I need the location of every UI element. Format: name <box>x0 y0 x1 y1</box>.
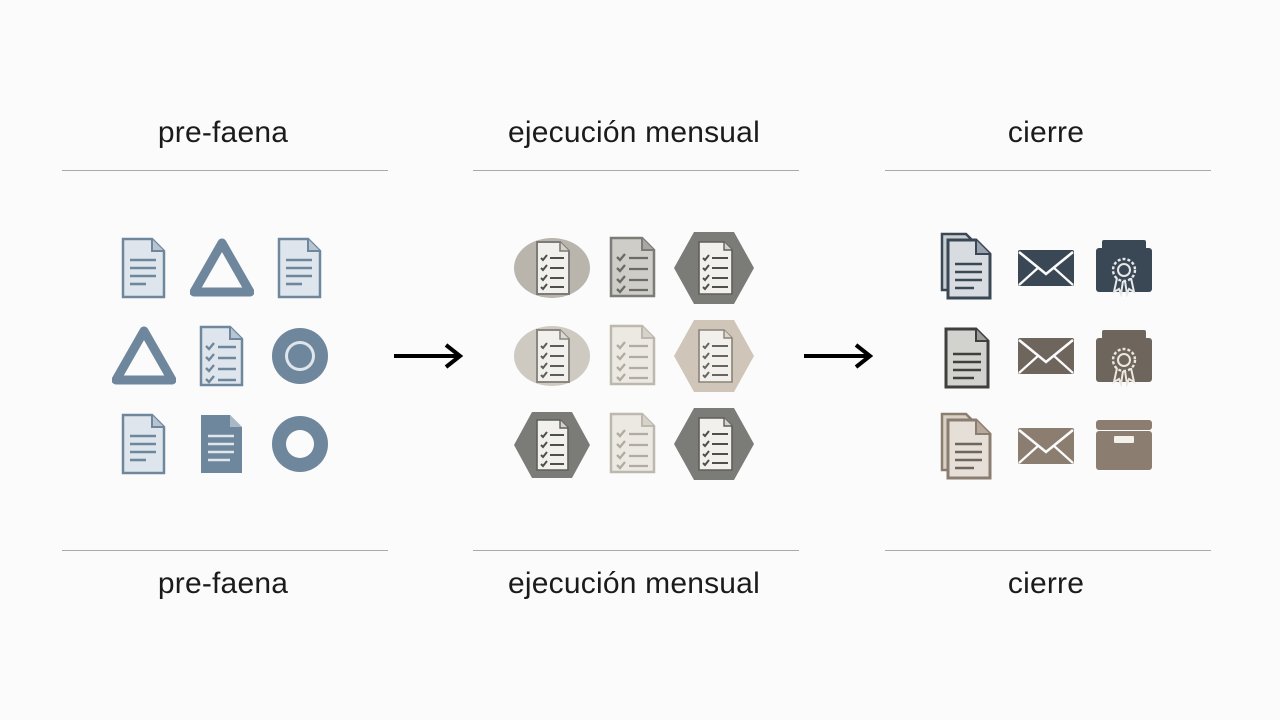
certificate-folder-icon <box>1092 326 1156 390</box>
certificate-folder-icon <box>1092 236 1156 300</box>
divider <box>62 170 388 171</box>
document-icon <box>938 326 1002 390</box>
envelope-icon <box>1014 324 1078 388</box>
envelope-icon <box>1014 236 1078 300</box>
checklist-hexagon-icon <box>512 410 592 480</box>
checklist-oval-icon <box>512 236 592 300</box>
stage-title-pre-faena-top: pre-faena <box>157 116 289 149</box>
stage-title-pre-faena-bottom: pre-faena <box>157 567 289 600</box>
checklist-icon <box>190 324 254 388</box>
stacked-documents-icon <box>936 412 1000 482</box>
stage-title-cierre-top: cierre <box>1007 116 1085 149</box>
divider <box>473 170 799 171</box>
triangle-icon <box>190 236 254 300</box>
stage-title-ejecucion-mensual-top: ejecución mensual <box>508 116 760 149</box>
triangle-icon <box>112 324 176 388</box>
checklist-icon <box>602 324 666 388</box>
document-icon <box>268 236 332 300</box>
divider <box>62 550 388 551</box>
envelope-icon <box>1014 414 1078 478</box>
checklist-icon <box>602 412 666 476</box>
arrow-right-icon <box>392 341 464 371</box>
checklist-hexagon-icon <box>672 318 756 394</box>
filled-document-icon <box>190 412 254 476</box>
document-icon <box>112 236 176 300</box>
checklist-hexagon-icon <box>672 406 756 482</box>
divider <box>885 170 1211 171</box>
ring-icon <box>268 412 332 476</box>
stacked-documents-icon <box>936 232 1000 302</box>
checklist-icon <box>602 236 666 300</box>
stage-title-ejecucion-mensual-bottom: ejecución mensual <box>508 567 760 600</box>
stage-title-cierre-bottom: cierre <box>1007 567 1085 600</box>
arrow-right-icon <box>802 341 874 371</box>
divider <box>885 550 1211 551</box>
document-icon <box>112 412 176 476</box>
checklist-oval-icon <box>512 324 592 388</box>
archive-box-icon <box>1092 414 1156 478</box>
divider <box>473 550 799 551</box>
ring-icon <box>268 324 332 388</box>
checklist-hexagon-icon <box>672 230 756 306</box>
